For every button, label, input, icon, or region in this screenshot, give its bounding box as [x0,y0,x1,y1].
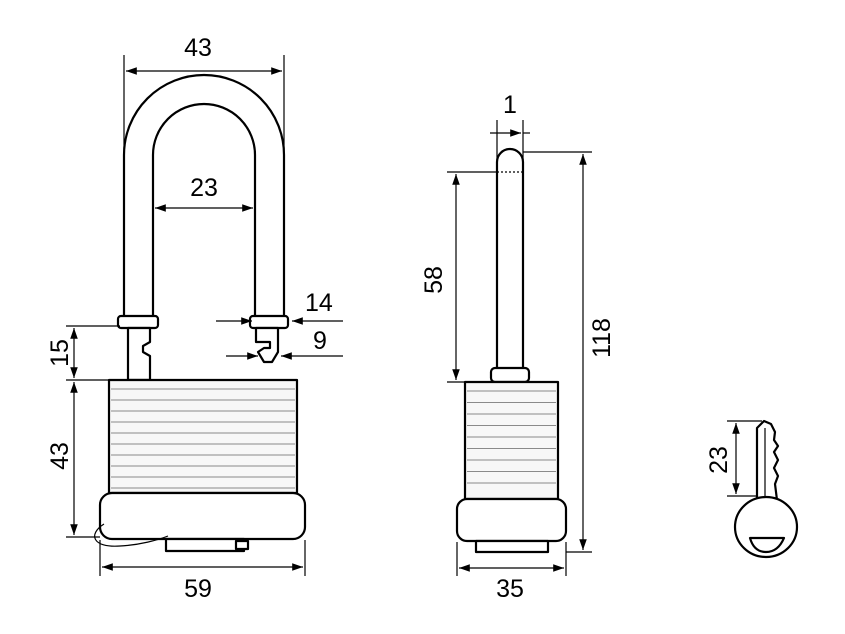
key-bow-slot [748,536,786,554]
front-keyway-plate [164,537,246,553]
side-shackle [495,147,525,372]
front-lock-body [107,378,299,495]
dim-key-blade-length: 23 [705,446,733,474]
dim-overall-height: 118 [588,318,616,358]
key-blade [755,419,780,502]
side-lock-body [463,380,560,501]
dim-body-height: 43 [46,442,74,470]
side-body-stripes [467,390,556,484]
dim-shackle-diameter: 14 [305,289,333,317]
front-key-cord [94,523,169,547]
front-shackle-right-collar [248,314,290,330]
side-keyway-plate [474,539,550,554]
dim-shackle-clearance-height: 15 [46,339,74,367]
dim-shackle-notch: 9 [313,327,327,355]
front-body-stripes [111,388,295,489]
side-view: 1 58 118 35 [420,91,616,603]
front-shackle-left-collar [116,314,160,330]
side-bottom-cap [455,497,568,543]
front-keyway-tab [234,539,250,551]
dim-shackle-tip: 1 [503,91,517,119]
front-view: 43 23 14 9 15 43 59 [46,34,343,603]
dim-body-width: 59 [184,575,212,603]
front-shackle-left-leg [126,326,152,382]
front-bottom-cap [98,491,307,541]
front-shackle-right-hook [254,326,280,364]
dim-body-depth: 35 [496,575,524,603]
side-shackle-collar [489,366,531,384]
dim-shackle-inner-width: 23 [190,174,218,202]
dim-shackle-outer-width: 43 [184,34,212,62]
dim-shackle-length: 58 [420,266,448,294]
key-view: 23 [705,419,799,559]
